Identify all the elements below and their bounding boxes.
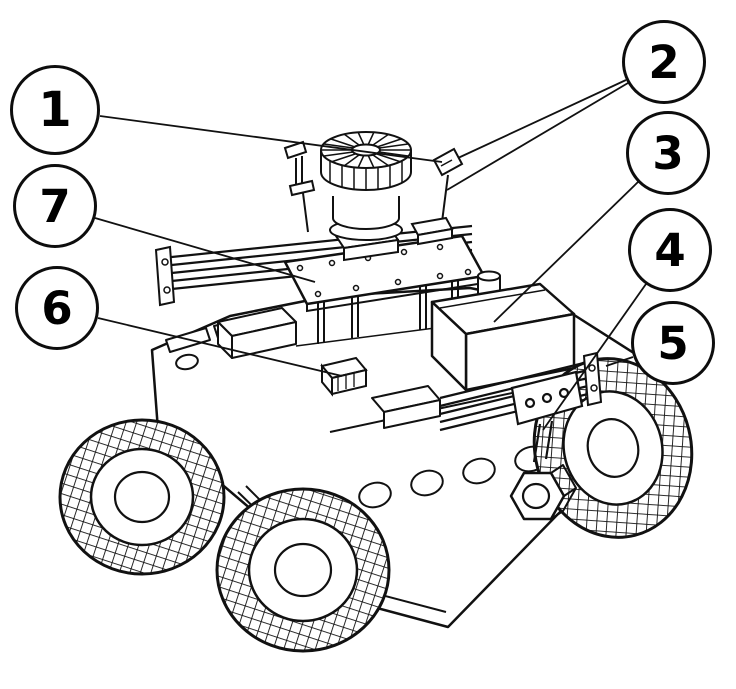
callout-4: 4 <box>628 208 712 292</box>
leader-4 <box>542 283 647 431</box>
callout-7-label: 7 <box>39 179 71 233</box>
wheel-rear-left <box>58 418 226 576</box>
leader-2b <box>446 82 629 191</box>
callout-5: 5 <box>631 301 715 385</box>
callout-1-label: 1 <box>38 82 72 138</box>
leader-2a <box>457 79 627 159</box>
callout-2-label: 2 <box>648 35 680 89</box>
wheel-front-left <box>215 487 391 653</box>
callout-3: 3 <box>626 111 710 195</box>
lidar-sensor <box>320 131 412 262</box>
front-bracket <box>510 370 584 463</box>
callout-5-label: 5 <box>657 316 689 370</box>
leader-6 <box>97 317 343 377</box>
antenna-left-bracket <box>283 140 316 233</box>
plate-screws <box>296 243 472 298</box>
callout-7: 7 <box>13 164 97 248</box>
callout-6: 6 <box>15 266 99 350</box>
lidar-fins <box>321 131 411 169</box>
antenna-right-blade <box>432 147 464 223</box>
callout-3-label: 3 <box>652 126 684 180</box>
callout-2: 2 <box>622 20 706 104</box>
leader-1 <box>99 115 443 163</box>
leader-5 <box>605 356 634 367</box>
leader-7 <box>94 217 316 283</box>
callout-4-label: 4 <box>654 223 686 277</box>
leader-lines <box>94 79 647 431</box>
leader-3 <box>493 181 639 323</box>
callout-1: 1 <box>10 65 100 155</box>
gps-module <box>410 216 454 246</box>
hex-hitch <box>509 464 577 521</box>
callout-6-label: 6 <box>41 281 73 335</box>
